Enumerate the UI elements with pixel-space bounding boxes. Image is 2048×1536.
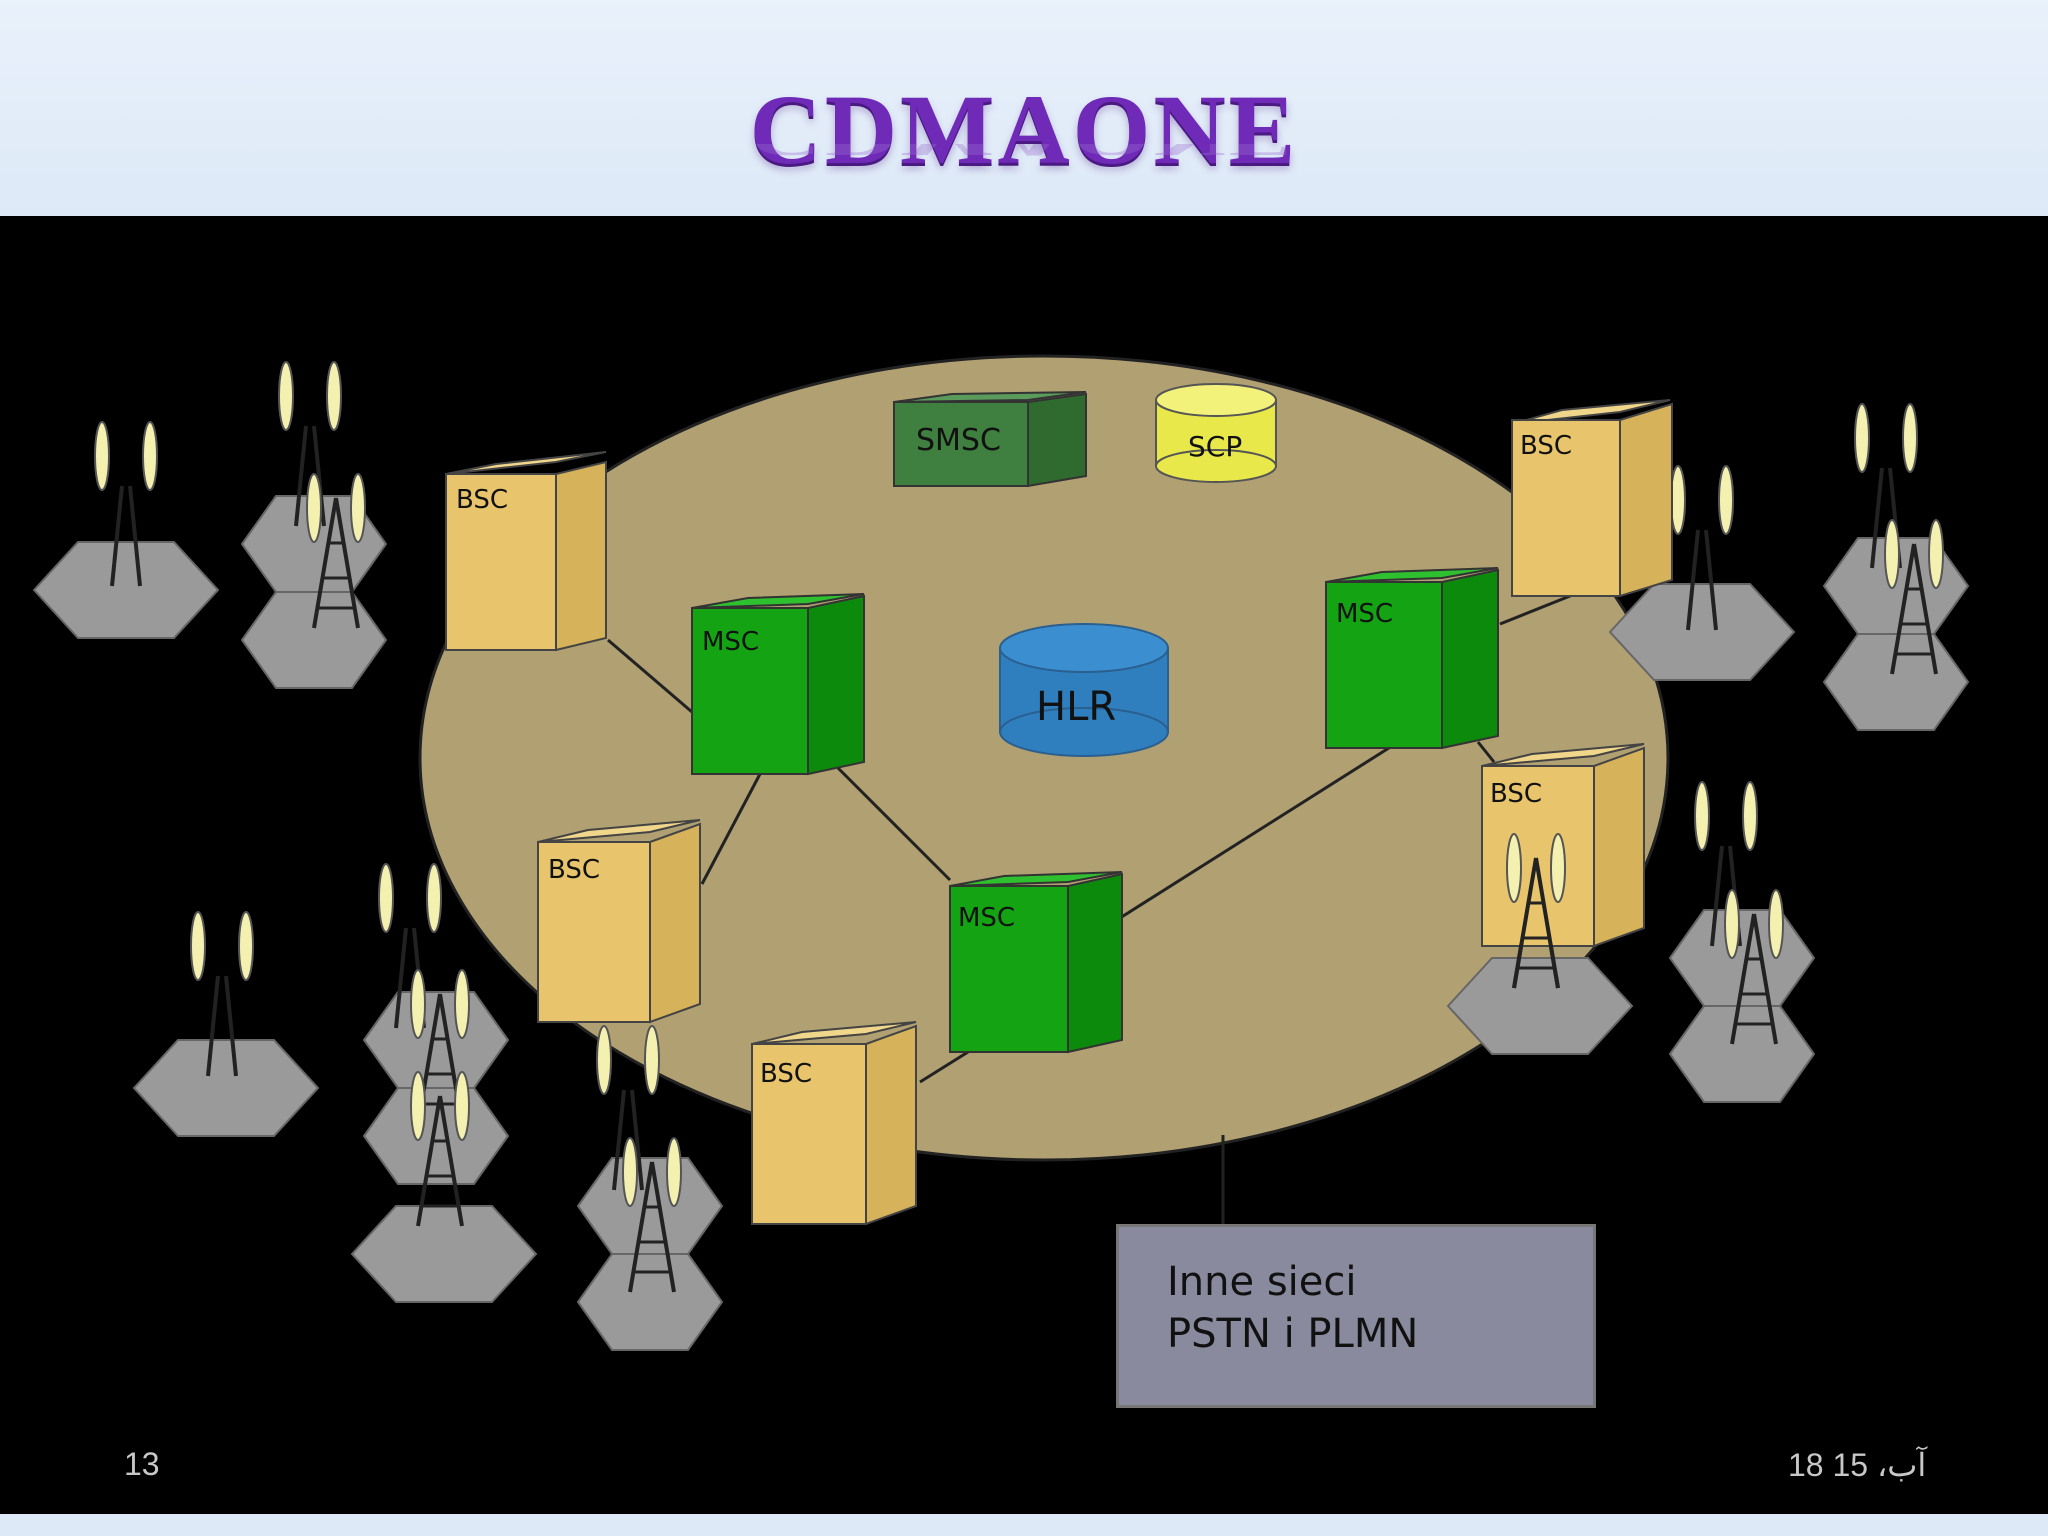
external-network-box: Inne sieci PSTN i PLMN bbox=[1116, 1224, 1596, 1408]
external-network-line-2: PSTN i PLMN bbox=[1167, 1311, 1419, 1357]
bsc-node-4: BSC bbox=[1481, 743, 1645, 948]
bsc-label: BSC bbox=[760, 1059, 812, 1089]
smsc-label: SMSC bbox=[916, 423, 1001, 458]
bsc-node-3: BSC bbox=[537, 819, 701, 1024]
msc-label: MSC bbox=[702, 627, 759, 657]
bsc-node-5: BSC bbox=[751, 1021, 917, 1226]
hlr-label: HLR bbox=[1036, 684, 1116, 730]
links bbox=[607, 590, 1581, 1084]
msc-label: MSC bbox=[1336, 599, 1393, 629]
msc-label: MSC bbox=[958, 903, 1015, 933]
bsc-node-2: BSC bbox=[1511, 399, 1673, 598]
scp-node: SCP bbox=[1155, 383, 1277, 483]
bsc-label: BSC bbox=[548, 855, 600, 885]
bsc-node-1: BSC bbox=[445, 451, 607, 652]
slide-date: 18 آب، 15 bbox=[1788, 1447, 1927, 1483]
msc-node-3: MSC bbox=[949, 871, 1123, 1054]
external-network-line-1: Inne sieci bbox=[1167, 1259, 1357, 1305]
msc-node-2: MSC bbox=[1325, 567, 1499, 750]
core-network-area bbox=[418, 354, 1670, 1162]
bsc-label: BSC bbox=[1490, 779, 1542, 809]
bsc-label: BSC bbox=[1520, 431, 1572, 461]
smsc-node: SMSC bbox=[893, 391, 1087, 488]
cell-cluster-left-top bbox=[33, 360, 387, 689]
slide-title: CDMAONE bbox=[749, 74, 1299, 185]
bsc-label: BSC bbox=[456, 485, 508, 515]
slide-number: 13 bbox=[124, 1446, 160, 1482]
hlr-node: HLR bbox=[999, 623, 1169, 757]
slide-header bbox=[0, 0, 2048, 216]
msc-node-1: MSC bbox=[691, 593, 865, 776]
scp-label: SCP bbox=[1188, 430, 1242, 463]
slide-footer-bar bbox=[0, 1514, 2048, 1536]
